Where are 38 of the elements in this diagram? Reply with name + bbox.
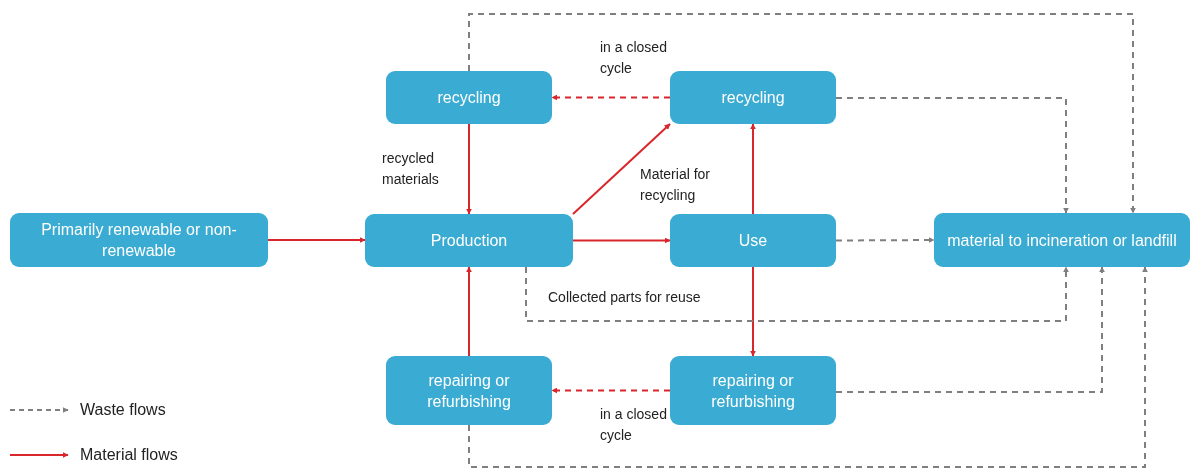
process-box bbox=[10, 213, 268, 267]
arrow bbox=[525, 266, 1069, 322]
process-box bbox=[670, 214, 836, 267]
arrow bbox=[835, 237, 935, 244]
arrow bbox=[468, 266, 1148, 468]
legend-label: Material flows bbox=[80, 445, 178, 465]
box-label: Primarily renewable or non-renewable bbox=[40, 220, 238, 261]
arrow bbox=[750, 123, 756, 215]
legend-label: Waste flows bbox=[80, 400, 166, 420]
arrow bbox=[551, 387, 671, 394]
arrow bbox=[572, 237, 671, 244]
arrow bbox=[835, 266, 1105, 393]
arrow bbox=[750, 266, 756, 357]
edge-label: in a closed cycle bbox=[600, 38, 668, 78]
box-label: material to incineration or landfill bbox=[947, 230, 1177, 251]
process-box bbox=[386, 71, 552, 124]
edge-label: in a closed cycle bbox=[600, 405, 668, 445]
arrow bbox=[551, 94, 671, 101]
process-box bbox=[934, 213, 1190, 267]
process-box bbox=[386, 356, 552, 425]
process-box bbox=[670, 71, 836, 124]
edge-label: recycled materials bbox=[382, 149, 440, 189]
box-label: recycling bbox=[437, 88, 501, 108]
arrow bbox=[466, 123, 472, 215]
box-label: repairing or refurbishing bbox=[426, 370, 512, 412]
arrow bbox=[835, 97, 1069, 214]
edge-label: Collected parts for reuse bbox=[548, 288, 702, 307]
box-label: recycling bbox=[721, 88, 785, 108]
box-label: repairing or refurbishing bbox=[710, 370, 796, 412]
arrow bbox=[572, 123, 671, 215]
box-label: Production bbox=[430, 231, 508, 251]
arrow bbox=[466, 266, 472, 357]
arrow bbox=[468, 13, 1136, 214]
edge-label: Material for recycling bbox=[640, 165, 712, 205]
arrow bbox=[267, 237, 366, 243]
process-box bbox=[670, 356, 836, 425]
process-box bbox=[365, 214, 573, 267]
box-label: Use bbox=[738, 231, 768, 251]
